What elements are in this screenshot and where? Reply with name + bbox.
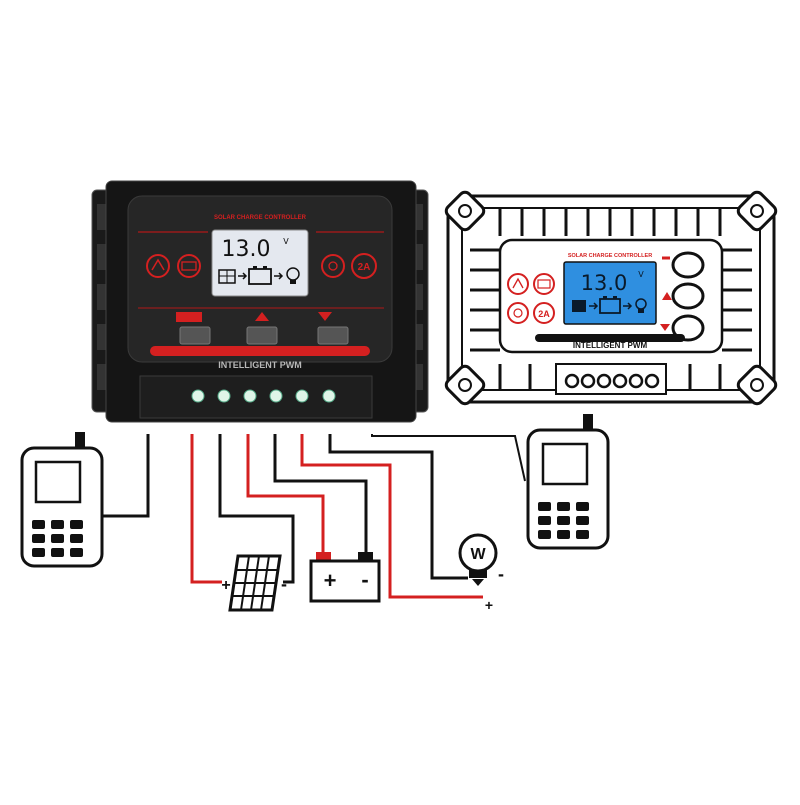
wire-load-positive — [300, 434, 483, 599]
wire-solar-positive — [190, 434, 222, 584]
battery-minus-label: - — [361, 567, 368, 592]
left-lcd-battery-icon — [248, 266, 272, 285]
left-button-up[interactable] — [246, 312, 278, 345]
wires — [100, 434, 526, 599]
left-header-text: SOLAR CHARGE CONTROLLER — [214, 215, 307, 221]
right-indicator-icon-2 — [533, 273, 555, 295]
left-lcd-light-bulb-icon — [286, 267, 300, 284]
left-lcd-solar-panel-icon — [218, 269, 236, 284]
wire-battery-negative — [273, 434, 368, 553]
right-terminal-2 — [580, 373, 596, 389]
right-lcd-unit: V — [638, 270, 644, 279]
phone-icon-right — [526, 414, 610, 550]
controller-right: SOLAR CHARGE CONTROLLER 13.0 V — [444, 190, 778, 406]
wire-phone-left — [100, 434, 150, 518]
lamp-label: W — [470, 546, 486, 563]
left-button-down[interactable] — [317, 312, 349, 345]
lamp-plus-label: + — [485, 597, 493, 613]
right-terminal-6 — [644, 373, 660, 389]
right-terminal-5 — [628, 373, 644, 389]
right-lcd-screen — [563, 261, 657, 325]
right-mount-corner-br — [736, 364, 778, 406]
left-terminal-5 — [295, 389, 309, 403]
right-lcd-light-bulb-icon — [635, 298, 647, 313]
wire-phone-right — [371, 434, 526, 482]
battery-plus-label: + — [324, 568, 337, 593]
wire-load-negative — [328, 434, 468, 580]
controller-left: SOLAR CHARGE CONTROLLER 13.0 V — [91, 180, 429, 423]
light-bulb-icon — [458, 533, 498, 586]
left-terminal-1 — [191, 389, 205, 403]
left-terminal-6 — [322, 389, 336, 403]
left-indicator-icon-1 — [146, 254, 170, 278]
right-lcd-arrow-icon-2 — [623, 302, 633, 310]
left-rating-text: 2A — [358, 262, 371, 273]
right-rating-badge: 2A — [533, 302, 555, 324]
right-terminal-4 — [612, 373, 628, 389]
left-button-menu[interactable] — [176, 312, 211, 345]
wire-battery-positive — [246, 434, 325, 553]
right-header-text: SOLAR CHARGE CONTROLLER — [568, 253, 652, 259]
left-indicator-icon-2 — [177, 254, 201, 278]
solar-minus-label: - — [281, 574, 287, 594]
right-indicator-icon-1 — [507, 273, 529, 295]
right-terminal-1 — [564, 373, 580, 389]
right-lcd-battery-icon — [599, 296, 621, 314]
right-indicator-icon-3 — [507, 302, 529, 324]
right-terminal-3 — [596, 373, 612, 389]
right-mount-corner-bl — [444, 364, 486, 406]
left-lcd-arrow-icon-2 — [274, 272, 284, 280]
left-terminal-4 — [269, 389, 283, 403]
solar-plus-label: + — [221, 577, 230, 594]
left-indicator-icon-3 — [321, 254, 345, 278]
right-rating-text: 2A — [538, 309, 550, 319]
left-footer-text: INTELLIGENT PWM — [218, 360, 302, 370]
left-lcd-screen — [211, 229, 309, 297]
right-lcd-voltage: 13.0 — [581, 271, 628, 295]
left-rating-badge: 2A — [351, 253, 377, 279]
right-lcd-arrow-icon — [589, 302, 599, 310]
battery-icon — [309, 552, 381, 603]
solar-panel-icon — [228, 554, 282, 612]
right-lcd-solar-panel-icon — [572, 300, 586, 312]
left-lcd-voltage: 13.0 — [222, 237, 271, 262]
phone-icon — [20, 432, 104, 568]
left-terminal-2 — [217, 389, 231, 403]
right-button-menu[interactable] — [662, 251, 705, 279]
left-terminal-3 — [243, 389, 257, 403]
left-lcd-arrow-icon — [238, 272, 248, 280]
lamp-minus-label: - — [498, 564, 504, 584]
right-mount-corner-tl — [444, 190, 486, 232]
right-footer-text: INTELLIGENT PWM — [573, 341, 648, 350]
wire-solar-negative — [218, 434, 295, 584]
right-mount-corner-tr — [736, 190, 778, 232]
left-lcd-unit: V — [283, 237, 289, 246]
right-button-up[interactable] — [662, 282, 705, 310]
